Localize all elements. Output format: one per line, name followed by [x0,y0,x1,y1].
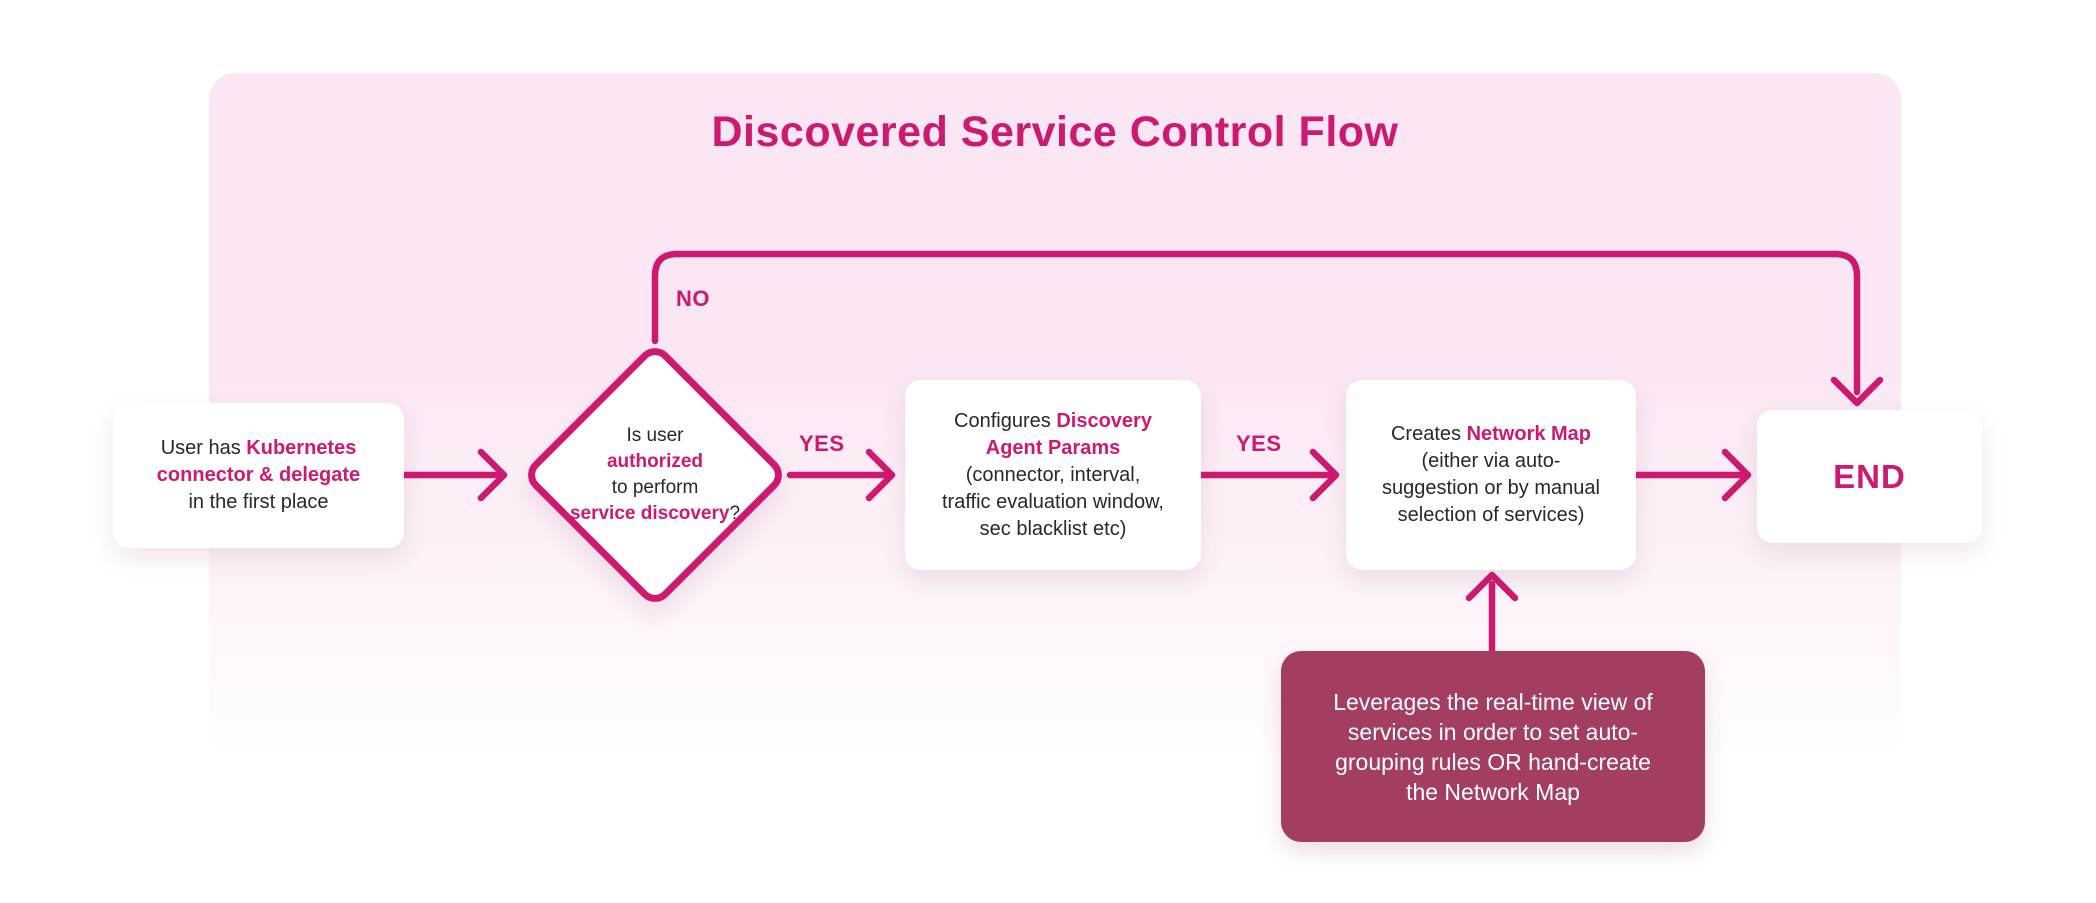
arrow-note-to-create-head-icon [1465,571,1519,602]
arrow-configure-to-create-head-icon [1309,448,1340,502]
diagram-title: Discovered Service Control Flow [711,108,1399,156]
yes-branch-label-1: YES [799,431,845,456]
node-create-network-map: Creates Network Map(either via auto-sugg… [1346,380,1636,570]
end-label: END [1833,458,1906,495]
arrow-decision-to-configure-head-icon [865,448,896,502]
arrow-start-to-decision-head-icon [477,448,508,502]
no-branch-line [651,250,1861,396]
no-branch-label: NO [676,286,710,311]
node-end: END [1757,410,1982,543]
no-branch-arrow-head-icon [1830,376,1884,407]
yes-branch-label-2: YES [1236,431,1282,456]
arrow-create-to-end-head-icon [1721,448,1752,502]
